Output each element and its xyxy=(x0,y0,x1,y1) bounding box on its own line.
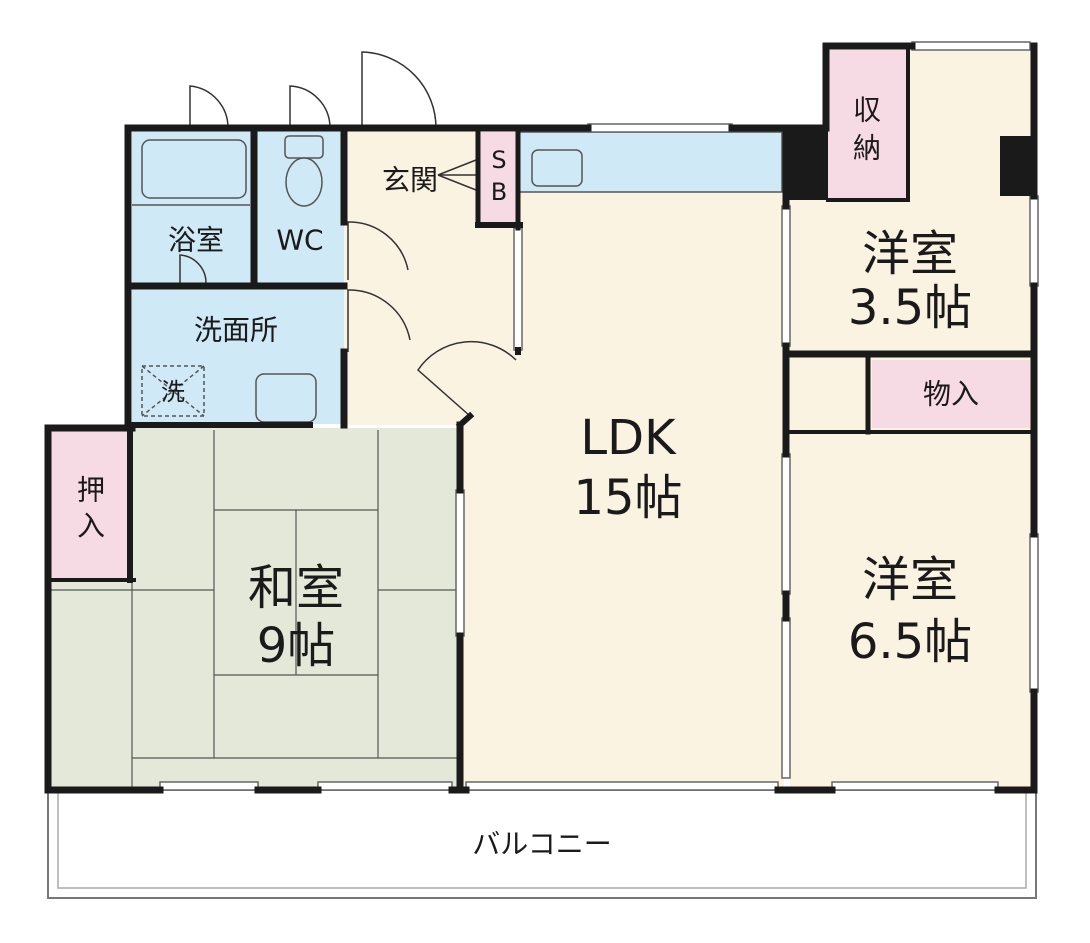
window-large-bottom xyxy=(831,781,999,791)
bathtub xyxy=(141,139,247,199)
ldk-floor xyxy=(460,130,784,790)
toilet-tank xyxy=(284,135,324,159)
partition-ldk-small xyxy=(781,205,791,347)
window-washitsu-bottom-2 xyxy=(317,781,453,791)
ldk-door-swing xyxy=(417,340,517,417)
front-door-swing xyxy=(361,51,437,129)
oshiire-area xyxy=(52,430,130,578)
washer-drain-1 xyxy=(141,365,205,417)
entrance-step xyxy=(437,159,477,191)
youshitsu-small-size: 3.5帖 xyxy=(848,280,972,336)
wc-label: WC xyxy=(276,224,323,257)
closet-fill xyxy=(872,360,1030,428)
balcony-area xyxy=(47,789,1037,899)
window-youshitsu-large-right xyxy=(1029,533,1039,693)
toilet-bowl xyxy=(285,157,323,207)
fixtures xyxy=(132,135,324,423)
hall-floor xyxy=(344,130,518,425)
window-ldk-partition xyxy=(455,489,465,637)
youshitsu-large-name: 洋室 xyxy=(862,552,958,608)
column-left xyxy=(784,128,828,200)
storage-area xyxy=(828,50,906,198)
ldk-size: 15帖 xyxy=(573,470,682,526)
window-youshitsu-small-right xyxy=(1029,195,1039,287)
doors xyxy=(179,51,517,417)
window-hall-diag xyxy=(513,227,523,351)
window-ldk-top xyxy=(587,123,733,133)
wash-basin xyxy=(255,373,317,423)
shoe-box-b-label: B xyxy=(491,178,507,206)
kitchen-sink xyxy=(531,149,583,187)
youshitsu-large-floor xyxy=(790,432,1034,790)
room-labels: 浴室 WC 玄関 S B 洗面所 洗 押 入 和室 9帖 LDK 15帖 収 納… xyxy=(77,94,979,861)
bath-inner-door xyxy=(179,254,207,284)
youshitsu-large-size: 6.5帖 xyxy=(848,614,972,670)
washitsu-size: 9帖 xyxy=(257,618,336,674)
storage-label-bottom: 納 xyxy=(853,132,881,165)
washitsu-name: 和室 xyxy=(248,560,344,616)
wc-door-swing xyxy=(289,85,331,129)
closet-label: 物入 xyxy=(923,378,979,411)
balcony-label: バルコニー xyxy=(472,828,611,861)
entrance-label: 玄関 xyxy=(382,164,438,197)
floor-fills xyxy=(47,46,1037,899)
youshitsu-small-name: 洋室 xyxy=(862,226,958,282)
washer-label: 洗 xyxy=(161,378,185,406)
window-washitsu-bottom-1 xyxy=(159,781,259,791)
shoe-box-s-label: S xyxy=(491,146,506,174)
washer-pan xyxy=(141,365,205,417)
shoe-box-area xyxy=(480,132,518,222)
window-ldk-bottom xyxy=(465,781,779,791)
partition-ldk-large-1 xyxy=(781,453,791,595)
washer-drain-2 xyxy=(141,365,205,417)
washroom-label: 洗面所 xyxy=(194,314,278,347)
hall-door-swing-2 xyxy=(347,289,411,352)
bathroom-door-swing xyxy=(189,85,229,129)
bathroom-label: 浴室 xyxy=(168,224,224,257)
partition-ldk-large-2 xyxy=(781,617,791,779)
ldk-name: LDK xyxy=(580,410,677,466)
window-storage-top xyxy=(911,41,1031,51)
column-right xyxy=(1000,136,1034,196)
oshiire-label-bottom: 入 xyxy=(77,510,105,543)
hall-door-swing-1 xyxy=(347,221,409,280)
storage-label-top: 収 xyxy=(853,94,881,127)
oshiire-label-top: 押 xyxy=(77,474,105,507)
